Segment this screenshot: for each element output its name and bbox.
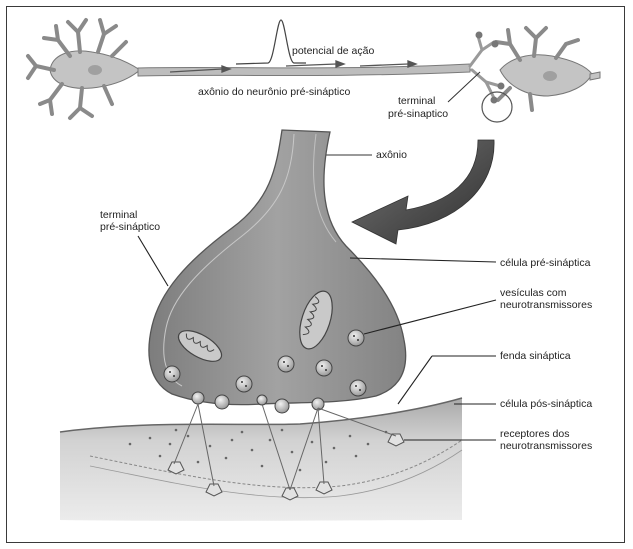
label-axon-presynaptic-neuron: axônio do neurônio pré-sináptico bbox=[198, 86, 351, 98]
label-presynaptic-terminal-left-1: terminal bbox=[100, 209, 137, 221]
action-potential-spike bbox=[236, 20, 306, 64]
label-postsynaptic-cell: célula pós-sináptica bbox=[500, 398, 592, 410]
presynaptic-soma bbox=[28, 20, 140, 118]
postsynaptic-neuron bbox=[470, 28, 600, 110]
label-vesicles-1: vesículas com bbox=[500, 287, 567, 299]
label-vesicles-2: neurotransmissores bbox=[500, 299, 592, 311]
label-presynaptic-cell: célula pré-sináptica bbox=[500, 257, 591, 269]
presynaptic-neuron bbox=[28, 20, 600, 122]
postsynaptic-cell bbox=[60, 398, 462, 521]
terminal-highlight-circle bbox=[482, 92, 512, 122]
presynaptic-terminal bbox=[149, 130, 406, 413]
label-presynaptic-terminal-top-1: terminal bbox=[398, 95, 435, 107]
label-presynaptic-terminal-top-2: pré-sinaptico bbox=[388, 108, 448, 120]
label-presynaptic-terminal-left-2: pré-sináptico bbox=[100, 221, 160, 233]
label-receptors-1: receptores dos bbox=[500, 428, 569, 440]
label-receptors-2: neurotransmissores bbox=[500, 440, 592, 452]
label-axon: axônio bbox=[376, 149, 407, 161]
magnification-arrow bbox=[352, 140, 494, 244]
label-action-potential: potencial de ação bbox=[292, 45, 374, 57]
label-synaptic-cleft: fenda sináptica bbox=[500, 350, 571, 362]
